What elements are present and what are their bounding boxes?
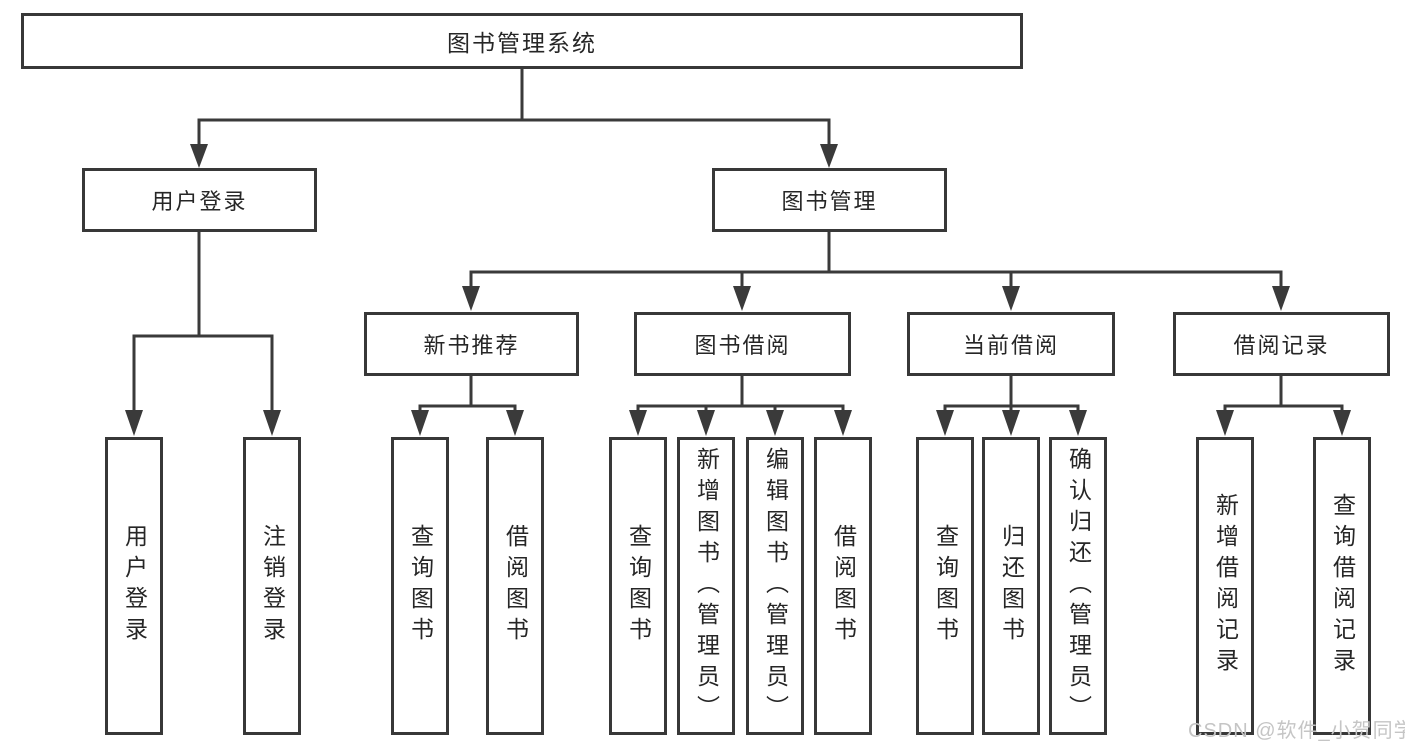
connector-userlogin-to-leaves xyxy=(125,230,281,436)
node-label: 用户登录 xyxy=(151,189,248,214)
node-leaf-query-books: 查询图书 xyxy=(916,437,974,735)
node-label: 新增借阅记录 xyxy=(1212,493,1239,679)
node-leaf-user-login: 用户登录 xyxy=(105,437,163,735)
node-label: 归还图书 xyxy=(998,524,1025,648)
node-leaf-add-books-admin: 新增图书（管理员） xyxy=(677,437,735,735)
node-label: 编辑图书（管理员） xyxy=(762,446,789,726)
node-leaf-add-borrow-record: 新增借阅记录 xyxy=(1196,437,1254,735)
node-label: 新书推荐 xyxy=(423,333,520,358)
node-label: 借阅图书 xyxy=(502,524,529,648)
node-leaf-query-books: 查询图书 xyxy=(391,437,449,735)
node-leaf-borrow-books: 借阅图书 xyxy=(486,437,544,735)
node-borrow-records: 借阅记录 xyxy=(1173,312,1390,376)
node-label: 查询图书 xyxy=(932,524,959,648)
node-leaf-logout: 注销登录 xyxy=(243,437,301,735)
node-leaf-query-books: 查询图书 xyxy=(609,437,667,735)
connector-bookborrow-to-leaves xyxy=(629,374,852,436)
connector-newbooks-to-leaves xyxy=(411,374,524,436)
node-current-borrowing: 当前借阅 xyxy=(907,312,1115,376)
node-label: 图书管理 xyxy=(781,189,878,214)
node-label: 当前借阅 xyxy=(962,333,1059,358)
connector-currentborrow-to-leaves xyxy=(936,374,1087,436)
node-leaf-confirm-return-admin: 确认归还（管理员） xyxy=(1049,437,1107,735)
csdn-watermark: CSDN @软件_小贺同学 xyxy=(1188,720,1405,742)
node-label: 查询图书 xyxy=(625,524,652,648)
node-label: 用户登录 xyxy=(121,524,148,648)
node-label: 确认归还（管理员） xyxy=(1065,446,1092,726)
node-new-book-recommend: 新书推荐 xyxy=(364,312,579,376)
node-leaf-query-borrow-record: 查询借阅记录 xyxy=(1313,437,1371,735)
connector-records-to-leaves xyxy=(1216,374,1351,436)
node-label: 查询图书 xyxy=(407,524,434,648)
node-leaf-edit-books-admin: 编辑图书（管理员） xyxy=(746,437,804,735)
node-leaf-borrow-books: 借阅图书 xyxy=(814,437,872,735)
node-label: 注销登录 xyxy=(259,524,286,648)
node-label: 借阅记录 xyxy=(1233,333,1330,358)
node-book-management: 图书管理 xyxy=(712,168,947,232)
node-library-management-system: 图书管理系统 xyxy=(21,13,1023,69)
node-book-borrowing: 图书借阅 xyxy=(634,312,851,376)
connector-root-to-level2 xyxy=(190,67,838,168)
node-label: 图书管理系统 xyxy=(447,30,597,56)
node-user-login: 用户登录 xyxy=(82,168,317,232)
node-leaf-return-books: 归还图书 xyxy=(982,437,1040,735)
node-label: 图书借阅 xyxy=(694,333,791,358)
node-label: 新增图书（管理员） xyxy=(693,446,720,726)
node-label: 借阅图书 xyxy=(830,524,857,648)
connector-bookmgmt-to-level3 xyxy=(462,230,1290,311)
node-label: 查询借阅记录 xyxy=(1329,493,1356,679)
